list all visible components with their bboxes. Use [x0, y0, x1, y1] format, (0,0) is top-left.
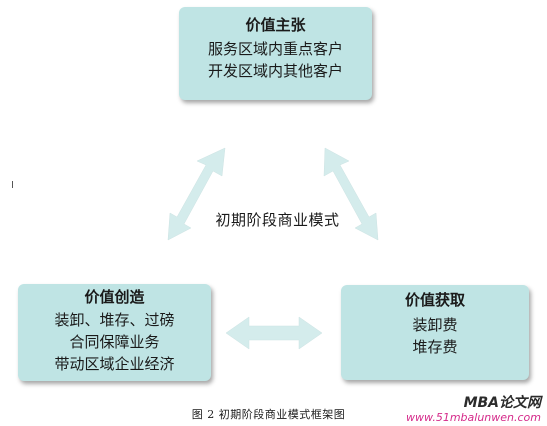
value-proposition-lines: 服务区域内重点客户 开发区域内其他客户	[179, 38, 372, 82]
value-capture-box: 价值获取 装卸费 堆存费	[341, 285, 529, 380]
value-creation-line: 装卸、堆存、过磅	[54, 311, 175, 329]
value-creation-lines: 装卸、堆存、过磅 合同保障业务 带动区域企业经济	[18, 309, 211, 375]
value-capture-lines: 装卸费 堆存费	[341, 314, 529, 358]
watermark: MBA论文网 www.51mbalunwen.com	[406, 395, 541, 425]
arrow-left-right	[225, 316, 323, 350]
watermark-title: MBA论文网	[463, 395, 541, 411]
value-capture-line: 堆存费	[412, 338, 458, 356]
value-creation-line: 合同保障业务	[69, 333, 160, 351]
value-capture-title: 价值获取	[404, 291, 465, 309]
value-creation-box: 价值创造 装卸、堆存、过磅 合同保障业务 带动区域企业经济	[18, 284, 211, 381]
value-creation-title: 价值创造	[84, 288, 145, 306]
stray-mark	[12, 181, 13, 188]
value-capture-line: 装卸费	[412, 316, 458, 334]
arrow-top-left	[167, 147, 226, 241]
figure-caption: 图 2 初期阶段商业模式框架图	[191, 408, 346, 421]
value-creation-line: 带动区域企业经济	[54, 355, 175, 373]
center-label: 初期阶段商业模式	[215, 211, 340, 229]
arrow-top-right	[323, 147, 379, 241]
value-proposition-line: 服务区域内重点客户	[207, 40, 343, 58]
value-proposition-title: 价值主张	[245, 16, 306, 34]
value-proposition-line: 开发区域内其他客户	[207, 62, 343, 80]
watermark-url: www.51mbalunwen.com	[406, 411, 541, 424]
value-proposition-box: 价值主张 服务区域内重点客户 开发区域内其他客户	[179, 7, 372, 100]
